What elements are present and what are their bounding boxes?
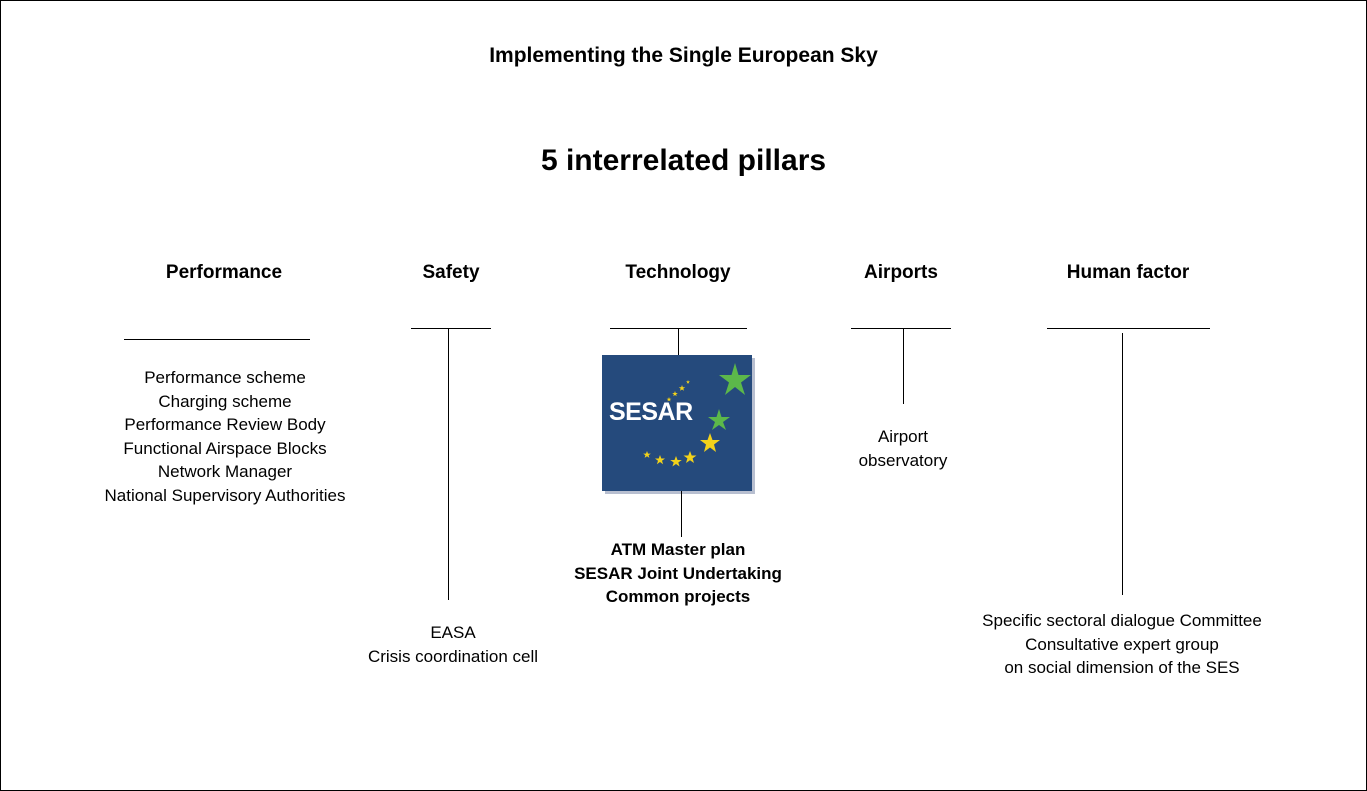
yellow-star-icon xyxy=(672,391,678,397)
pillar-heading-safety: Safety xyxy=(422,262,480,283)
green-star-icon xyxy=(708,409,730,430)
pillar-heading-airports: Airports xyxy=(864,262,938,283)
sesar-logo-text: SESAR xyxy=(609,398,693,426)
sesar-logo-stars xyxy=(643,363,751,467)
sesar-logo xyxy=(602,355,752,491)
airports-connector-line xyxy=(851,328,951,329)
safety-item: EASA xyxy=(430,623,476,642)
technology-vertical-line-top xyxy=(678,328,679,355)
safety-vertical-line xyxy=(448,328,449,600)
human-factor-item: Specific sectoral dialogue Committee xyxy=(982,611,1262,630)
airports-item: observatory xyxy=(858,450,948,470)
performance-item: Functional Airspace Blocks xyxy=(123,438,327,458)
technology-item: SESAR Joint Undertaking xyxy=(574,563,782,583)
diagram-subtitle: 5 interrelated pillars xyxy=(540,144,827,177)
yellow-star-icon xyxy=(666,397,672,402)
performance-connector-line xyxy=(124,339,310,340)
airports-vertical-line xyxy=(903,328,904,404)
diagram-title: Implementing the Single European Sky xyxy=(489,44,878,67)
human-factor-list: Specific sectoral dialogue Committee Con… xyxy=(922,609,1322,680)
pillar-heading-human-factor: Human factor xyxy=(1066,262,1190,283)
yellow-star-icon xyxy=(655,455,665,465)
technology-item: Common projects xyxy=(605,587,751,606)
yellow-star-icon xyxy=(683,451,697,463)
technology-vertical-line-bottom xyxy=(681,491,682,537)
yellow-star-icon xyxy=(643,451,651,458)
yellow-star-icon xyxy=(686,380,690,384)
yellow-star-icon xyxy=(678,385,686,391)
performance-item: Charging scheme xyxy=(158,391,292,411)
performance-item: National Supervisory Authorities xyxy=(104,485,346,505)
technology-item: ATM Master plan xyxy=(610,540,746,559)
human-factor-vertical-line xyxy=(1122,333,1123,595)
green-star-icon xyxy=(719,363,751,395)
pillar-heading-technology: Technology xyxy=(625,262,731,283)
yellow-star-icon xyxy=(700,433,720,452)
safety-item: Crisis coordination cell xyxy=(367,646,539,666)
safety-connector-line xyxy=(411,328,491,329)
airports-item: Airport xyxy=(877,427,929,446)
safety-list: EASA Crisis coordination cell xyxy=(353,621,553,668)
technology-list: ATM Master plan SESAR Joint Undertaking … xyxy=(563,538,793,609)
yellow-star-icon xyxy=(670,456,682,467)
airports-list: Airport observatory xyxy=(823,425,983,472)
human-factor-connector-line xyxy=(1047,328,1210,329)
pillar-heading-performance: Performance xyxy=(165,262,283,283)
performance-item: Performance scheme xyxy=(144,368,306,387)
performance-list: Performance scheme Charging scheme Perfo… xyxy=(54,366,396,507)
human-factor-item: Consultative expert group xyxy=(1025,634,1219,654)
performance-item: Performance Review Body xyxy=(124,415,326,434)
performance-item: Network Manager xyxy=(157,462,293,481)
human-factor-item: on social dimension of the SES xyxy=(1004,658,1240,677)
